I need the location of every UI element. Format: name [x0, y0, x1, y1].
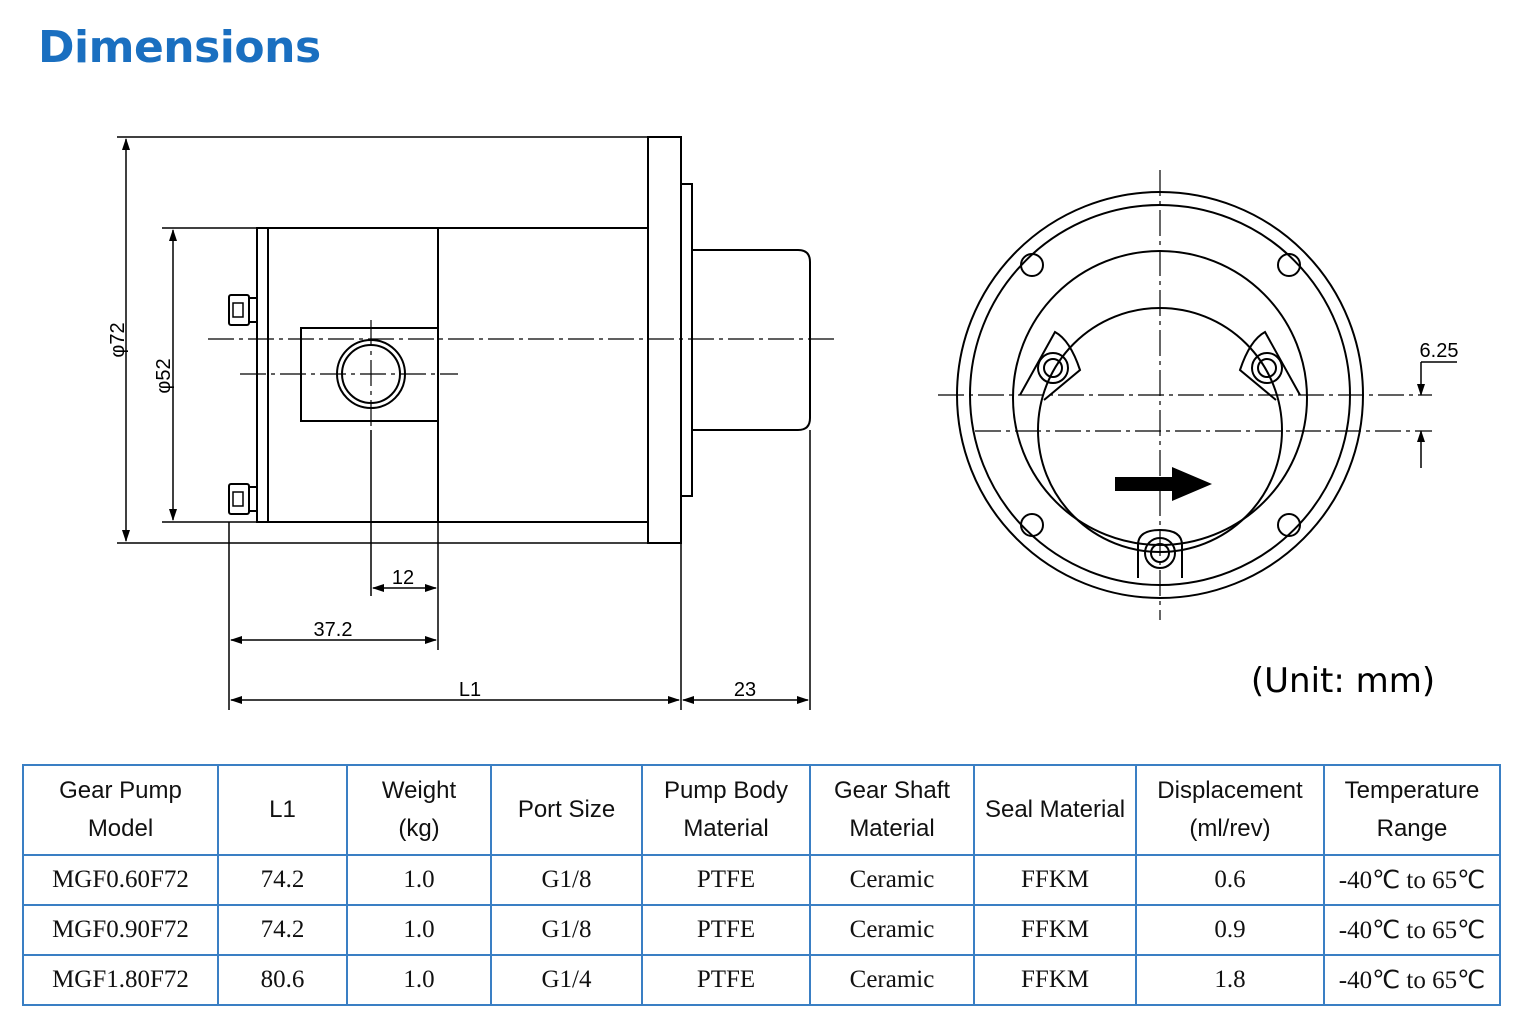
page-title: Dimensions [38, 22, 321, 73]
cover-hole-left-inner [1043, 358, 1063, 378]
table-cell: MGF0.90F72 [22, 904, 219, 956]
table-header-text: Weight [381, 777, 457, 804]
table-header-text: Range [1376, 815, 1448, 842]
rear-plate [256, 227, 269, 523]
table-cell: 74.2 [217, 904, 348, 956]
table-header-text: Model [87, 815, 154, 842]
technical-drawing: φ72 φ52 12 37.2 L1 23 [107, 136, 1459, 710]
table-cell: -40℃ to 65℃ [1323, 854, 1501, 906]
table-cell: FFKM [973, 854, 1137, 906]
table-header-text: Displacement [1157, 777, 1303, 804]
table-cell: FFKM [973, 904, 1137, 956]
screw-top [228, 294, 258, 326]
table-cell: G1/4 [490, 954, 643, 1006]
unit-note: (Unit: mm) [1251, 661, 1435, 701]
dim-23: 23 [734, 679, 756, 701]
screw-bottom [228, 483, 258, 515]
dim-d72: φ72 [107, 322, 129, 357]
side-dimensions [117, 136, 811, 710]
cover-hole-right-inner [1257, 358, 1277, 378]
table-cell: 1.0 [346, 904, 492, 956]
table-header-text: Port Size [517, 796, 616, 823]
table-cell: FFKM [973, 954, 1137, 1006]
flange-hole-bl [1020, 513, 1044, 537]
table-cell: Ceramic [809, 854, 975, 906]
table-header-cell: Port Size [490, 764, 643, 856]
table-cell: 74.2 [217, 854, 348, 906]
dim-6-25: 6.25 [1420, 340, 1459, 362]
table-header-text: Material [849, 815, 935, 842]
table-header-text: (ml/rev) [1189, 815, 1271, 842]
dim-d52: φ52 [153, 358, 175, 393]
flow-arrow-icon [1115, 467, 1212, 501]
table-header-text: Gear Pump [59, 777, 182, 804]
table-cell: PTFE [641, 954, 811, 1006]
table-cell: 80.6 [217, 954, 348, 1006]
table-cell: 0.6 [1135, 854, 1325, 906]
table-cell: 1.8 [1135, 954, 1325, 1006]
pump-body [267, 227, 649, 523]
dim-12: 12 [392, 567, 414, 589]
flange-hole-br [1277, 513, 1301, 537]
table-header-text: Material [683, 815, 769, 842]
table-header-text: Gear Shaft [833, 777, 951, 804]
table-cell: -40℃ to 65℃ [1323, 904, 1501, 956]
table-cell: MGF1.80F72 [22, 954, 219, 1006]
table-header-text: (kg) [398, 815, 440, 842]
table-cell: MGF0.60F72 [22, 854, 219, 906]
table-header-cell: L1 [217, 764, 348, 856]
cover-hole-right-outer [1251, 352, 1283, 384]
table-header-cell: Weight (kg) [346, 764, 492, 856]
flange-hole-tr [1277, 253, 1301, 277]
front-flange [647, 136, 682, 544]
flange-spigot [680, 183, 693, 497]
table-cell: PTFE [641, 854, 811, 906]
cover-hole-left-outer [1037, 352, 1069, 384]
table-cell: 0.9 [1135, 904, 1325, 956]
dim-37-2: 37.2 [314, 619, 353, 641]
table-cell: -40℃ to 65℃ [1323, 954, 1501, 1006]
table-header-text: Pump Body [663, 777, 789, 804]
side-centerlines [208, 320, 838, 430]
table-cell: G1/8 [490, 854, 643, 906]
table-header-cell: Seal Material [973, 764, 1137, 856]
dim-6-25-lines [1417, 361, 1457, 468]
shaft-housing [692, 249, 811, 431]
side-view [228, 136, 811, 544]
flange-hole-tl [1020, 253, 1044, 277]
table-cell: PTFE [641, 904, 811, 956]
cover-lobe-right [1238, 330, 1301, 401]
front-centerlines [938, 170, 1432, 620]
table-cell: G1/8 [490, 904, 643, 956]
table-header-text: L1 [269, 796, 296, 823]
cover-lobe-left [1019, 330, 1082, 401]
table-cell: Ceramic [809, 954, 975, 1006]
table-cell: 1.0 [346, 954, 492, 1006]
dim-l1: L1 [459, 679, 481, 701]
table-header-cell: Displacement (ml/rev) [1135, 764, 1325, 856]
table-cell: 1.0 [346, 854, 492, 906]
table-header-text: Temperature [1344, 777, 1480, 804]
table-cell: Ceramic [809, 904, 975, 956]
table-header-text: Seal Material [984, 796, 1126, 823]
